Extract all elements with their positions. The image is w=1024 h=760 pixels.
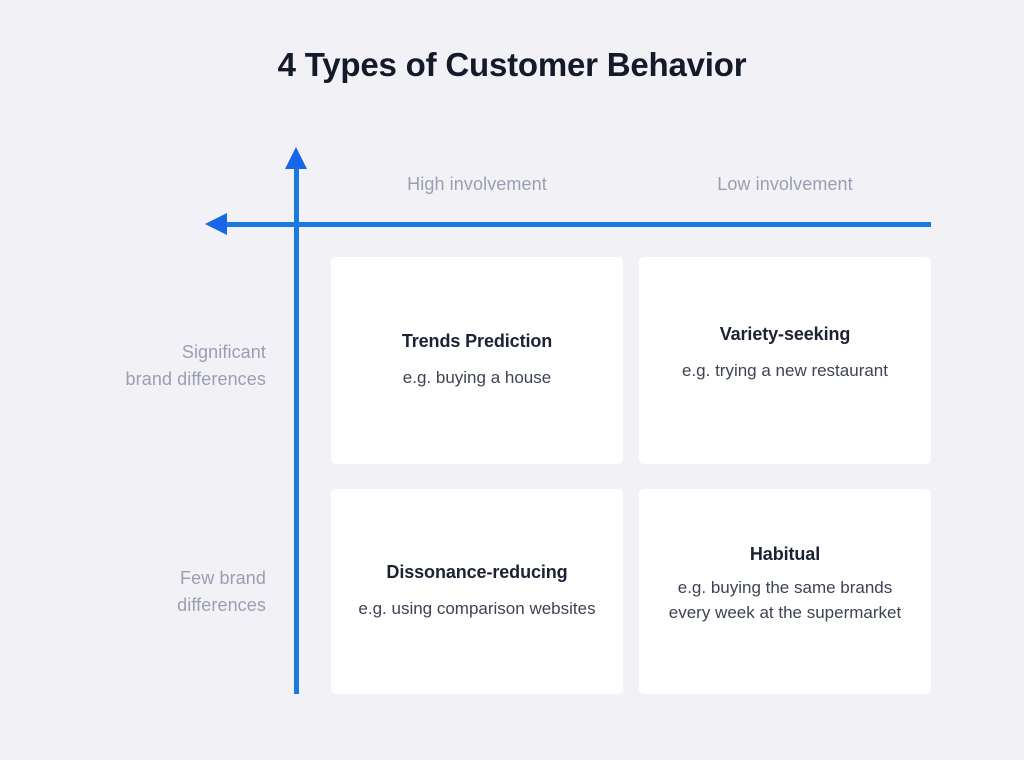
quadrant-card-habitual: Habitual e.g. buying the same brands eve…	[639, 489, 931, 694]
quadrant-example: e.g. trying a new restaurant	[681, 361, 888, 380]
quadrant-example: e.g. buying the same brands every week a…	[668, 578, 902, 622]
page-title: 4 Types of Customer Behavior	[277, 46, 747, 83]
row-label-line-2: differences	[177, 595, 266, 615]
arrow-left-icon	[205, 213, 227, 235]
quadrant-title: Trends Prediction	[401, 331, 553, 351]
column-label-high-involvement: High involvement	[407, 174, 547, 194]
quadrant-title: Dissonance-reducing	[386, 562, 568, 582]
quadrant-title: Variety-seeking	[719, 324, 851, 344]
quadrant-example: e.g. using comparison websites	[358, 599, 596, 618]
row-label-few-brand-differences: Few brand differences	[177, 565, 266, 619]
row-label-line-2: brand differences	[125, 369, 266, 389]
row-label-significant-brand-differences: Significant brand differences	[126, 339, 266, 393]
column-label-low-involvement: Low involvement	[717, 174, 853, 194]
quadrant-card-trends-prediction: Trends Prediction e.g. buying a house	[331, 257, 623, 464]
quadrant-example: e.g. buying a house	[402, 368, 552, 387]
row-label-line-1: Few brand	[180, 568, 266, 588]
arrow-up-icon	[285, 147, 307, 169]
horizontal-axis-line	[224, 222, 931, 227]
quadrant-card-variety-seeking: Variety-seeking e.g. trying a new restau…	[639, 257, 931, 464]
vertical-axis-line	[294, 167, 299, 694]
quadrant-card-dissonance-reducing: Dissonance-reducing e.g. using compariso…	[331, 489, 623, 694]
quadrant-title: Habitual	[749, 544, 821, 564]
row-label-line-1: Significant	[181, 342, 266, 362]
